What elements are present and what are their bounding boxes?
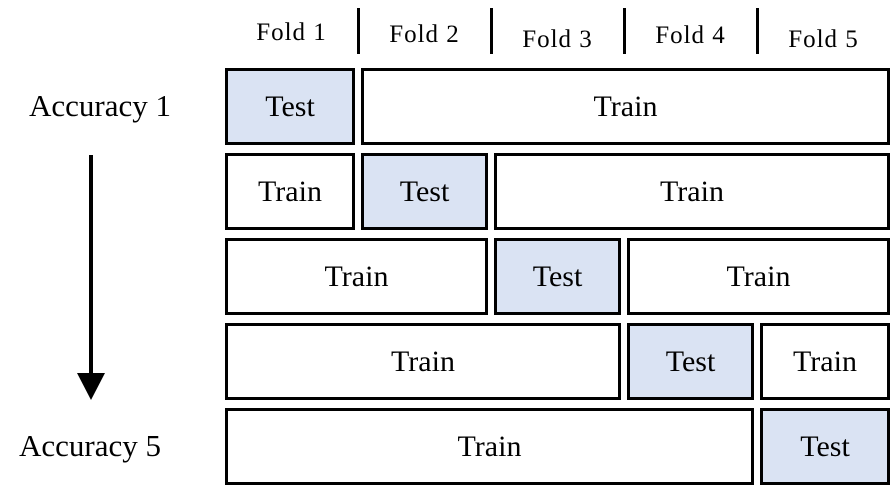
test-box: Test: [627, 323, 754, 400]
segment-label: Test: [665, 344, 716, 378]
segment-label: Train: [593, 89, 658, 123]
train-box: Train: [494, 153, 890, 230]
segment-label: Test: [265, 89, 315, 123]
segment-label: Test: [800, 429, 850, 463]
fold-separator: [356, 8, 360, 54]
train-box: Train: [627, 238, 890, 315]
fold-separator: [489, 8, 493, 54]
segment-label: Train: [660, 174, 724, 208]
segment-label: Train: [726, 259, 791, 293]
cv-row-3: Train Test Train: [0, 238, 895, 315]
train-box: Train: [225, 408, 754, 485]
accuracy-1-label: Accuracy 1: [29, 88, 171, 123]
accuracy-axis: Accuracy 1 Accuracy 5: [0, 0, 225, 491]
train-box: Train: [225, 323, 621, 400]
fold-label-1: Fold 1: [256, 19, 327, 46]
fold-separator: [622, 8, 626, 54]
cv-row-2: Train Test Train: [0, 153, 895, 230]
cv-row-4: Train Test Train: [0, 323, 895, 400]
fold-label-5: Fold 5: [788, 26, 859, 53]
test-box: Test: [225, 68, 355, 145]
train-box: Train: [760, 323, 890, 400]
segment-label: Train: [258, 174, 322, 208]
down-arrow-line: [89, 155, 93, 375]
fold-label-3: Fold 3: [522, 26, 593, 53]
segment-label: Train: [391, 344, 455, 378]
segment-label: Test: [532, 259, 583, 293]
segment-label: Train: [324, 259, 389, 293]
fold-label-4: Fold 4: [655, 22, 726, 49]
fold-header: Fold 1 Fold 2 Fold 3 Fold 4 Fold 5: [0, 0, 895, 60]
train-box: Train: [225, 238, 488, 315]
fold-label-2: Fold 2: [389, 21, 460, 48]
segment-label: Train: [793, 344, 857, 378]
test-box: Test: [494, 238, 621, 315]
test-box: Test: [361, 153, 488, 230]
fold-separator: [755, 8, 759, 54]
segment-label: Train: [457, 429, 522, 463]
cv-row-5: Train Test: [0, 408, 895, 485]
cv-row-1: Test Train: [0, 68, 895, 145]
down-arrow-icon: [77, 373, 105, 400]
test-box: Test: [760, 408, 890, 485]
accuracy-5-label: Accuracy 5: [19, 428, 161, 463]
train-box: Train: [225, 153, 355, 230]
train-box: Train: [361, 68, 890, 145]
segment-label: Test: [399, 174, 450, 208]
